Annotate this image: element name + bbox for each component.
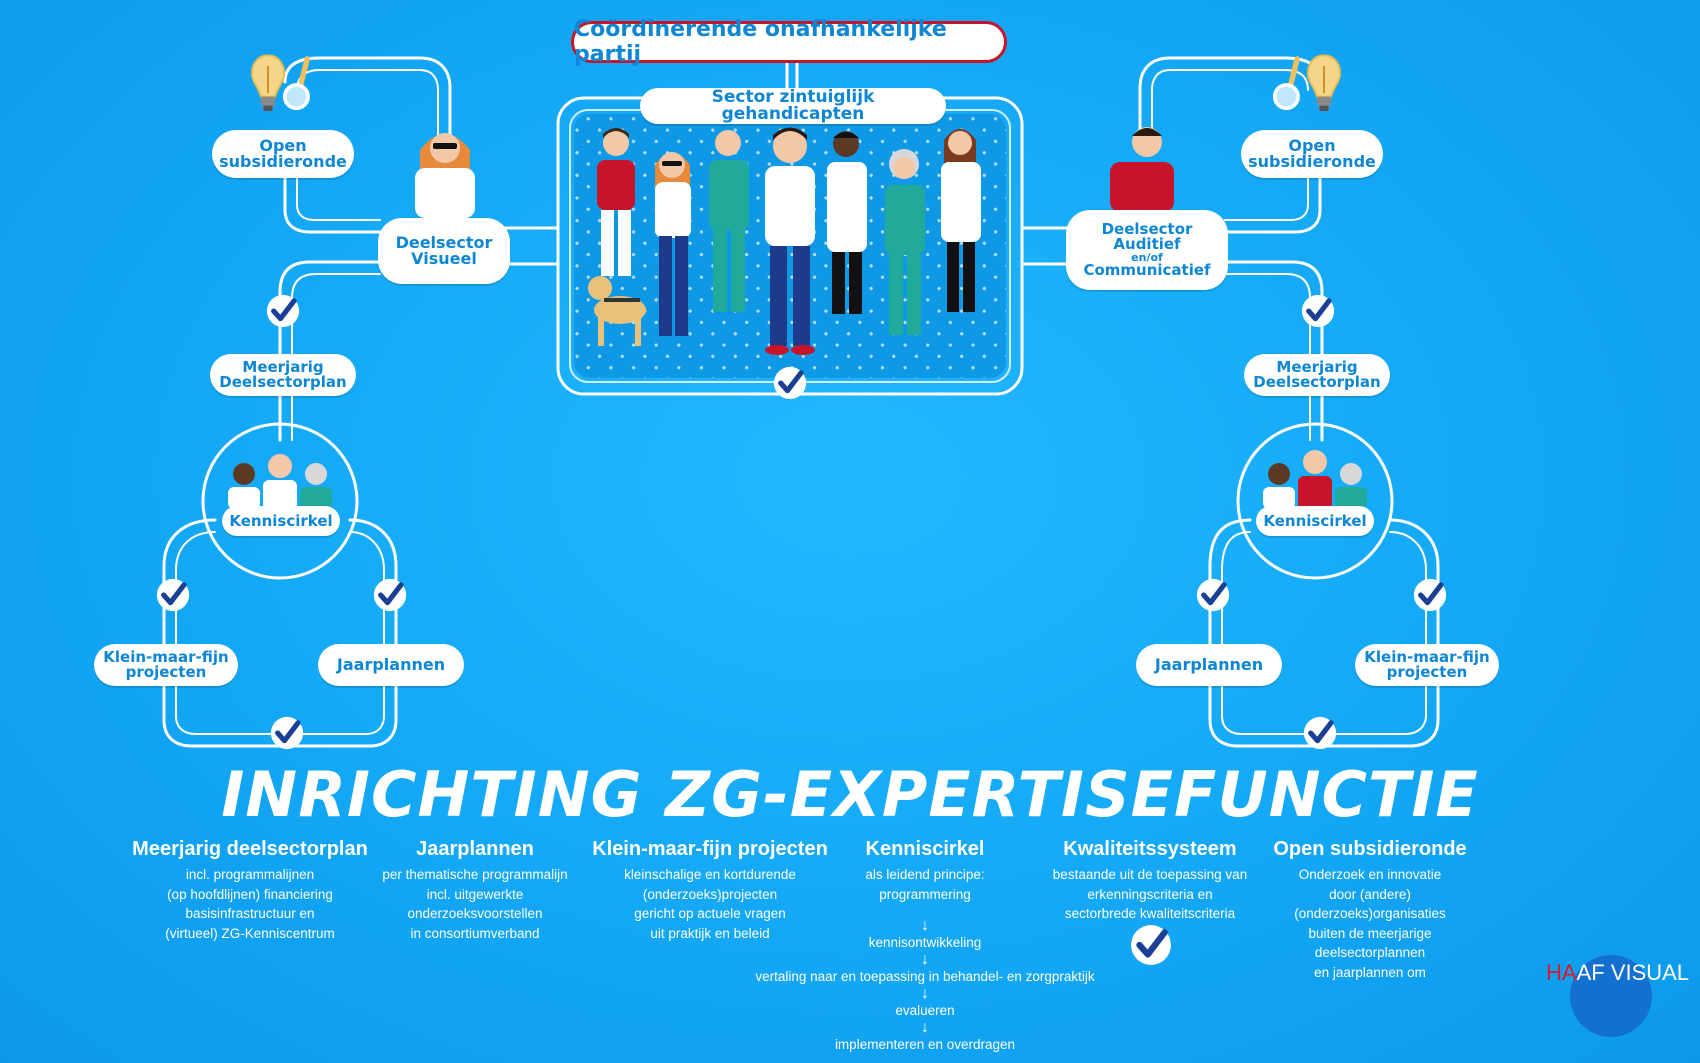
people-illustration	[588, 127, 981, 355]
knowledge-flow: ↓ kennisontwikkeling ↓ vertaling naar en…	[700, 918, 1150, 1054]
check-icon	[774, 367, 806, 399]
person-visually-impaired	[655, 152, 691, 336]
magnifier-icon-right	[1275, 59, 1298, 109]
check-icon	[157, 579, 189, 611]
coordinator-label: Coördinerende onafhankelijke partij	[571, 17, 1007, 67]
lightbulb-icon-right	[1306, 54, 1342, 113]
right-person-auditory	[1110, 127, 1174, 212]
check-icon	[1414, 579, 1446, 611]
check-icon	[271, 717, 303, 749]
arrow-down-icon: ↓	[921, 985, 929, 1002]
column-knowledge-circle: Kenniscirkel als leidend principe:progra…	[865, 838, 985, 902]
connection-paths	[162, 56, 1440, 748]
arrow-down-icon: ↓	[921, 951, 929, 968]
column-quality-system: Kwaliteitssysteem bestaande uit de toepa…	[1052, 838, 1248, 921]
column-open-subsidy: Open subsidieronde Onderzoek en innovati…	[1273, 838, 1467, 980]
check-icon	[374, 579, 406, 611]
logo-circle	[1570, 955, 1652, 1037]
sector-label: Sector zintuiglijk gehandicapten	[640, 88, 946, 124]
left-year-plans: Jaarplannen	[318, 644, 464, 686]
person-doctor	[827, 131, 867, 314]
check-icon	[1302, 295, 1334, 327]
arrow-down-icon: ↓	[921, 917, 929, 934]
right-knowledge-circle: Kenniscirkel	[1256, 506, 1374, 536]
left-knowledge-circle: Kenniscirkel	[222, 506, 340, 536]
check-icon	[267, 295, 299, 327]
main-title: INRICHTING ZG-EXPERTISEFUNCTIE	[221, 758, 1479, 831]
person-nurse-green	[709, 130, 749, 312]
person-woman-coat	[941, 129, 981, 312]
right-year-plans: Jaarplannen	[1136, 644, 1282, 686]
person-central	[765, 127, 815, 355]
check-icon	[1304, 717, 1336, 749]
column-multiyear-plan: Meerjarig deelsectorplan incl. programma…	[132, 838, 368, 941]
brand-logo: HAAF VISUAL	[1546, 960, 1690, 985]
person-elderly	[885, 149, 925, 335]
right-knowledge-circle-people	[1263, 450, 1367, 510]
left-person-visual	[415, 133, 475, 218]
left-knowledge-circle-people	[228, 454, 332, 510]
lightbulb-icon-left	[250, 54, 286, 113]
guide-dog-icon	[588, 276, 646, 346]
arrow-down-icon: ↓	[921, 1019, 929, 1036]
magnifier-icon-left	[285, 59, 308, 109]
person-red-shirt	[597, 128, 635, 276]
check-icon	[1197, 579, 1229, 611]
column-year-plans: Jaarplannen per thematische programmalij…	[382, 838, 568, 941]
column-small-projects: Klein-maar-fijn projecten kleinschalige …	[592, 838, 828, 941]
